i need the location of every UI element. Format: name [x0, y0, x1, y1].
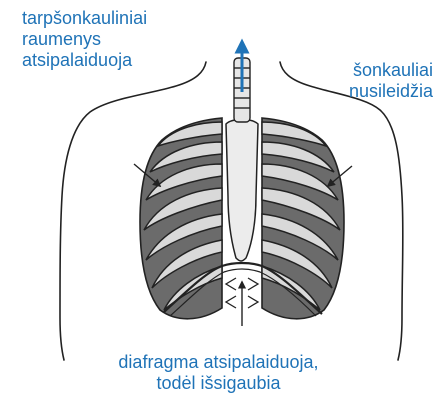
diaphragm-label: diafragma atsipalaiduoja, todėl išsigaub… [0, 352, 437, 394]
sternum [226, 120, 258, 262]
intercostal-label: tarpšonkauliniai raumenys atsipalaiduoja [22, 8, 147, 71]
ribs-label-line: nusileidžia [349, 81, 433, 102]
diaphragm-label-line: todėl išsigaubia [0, 373, 437, 394]
ribs-label-line: šonkauliai [349, 60, 433, 81]
intercostal-label-line: tarpšonkauliniai [22, 8, 147, 29]
intercostal-label-line: raumenys [22, 29, 147, 50]
ribs-label: šonkauliai nusileidžia [349, 60, 433, 102]
diaphragm-label-line: diafragma atsipalaiduoja, [0, 352, 437, 373]
intercostal-label-line: atsipalaiduoja [22, 50, 147, 71]
